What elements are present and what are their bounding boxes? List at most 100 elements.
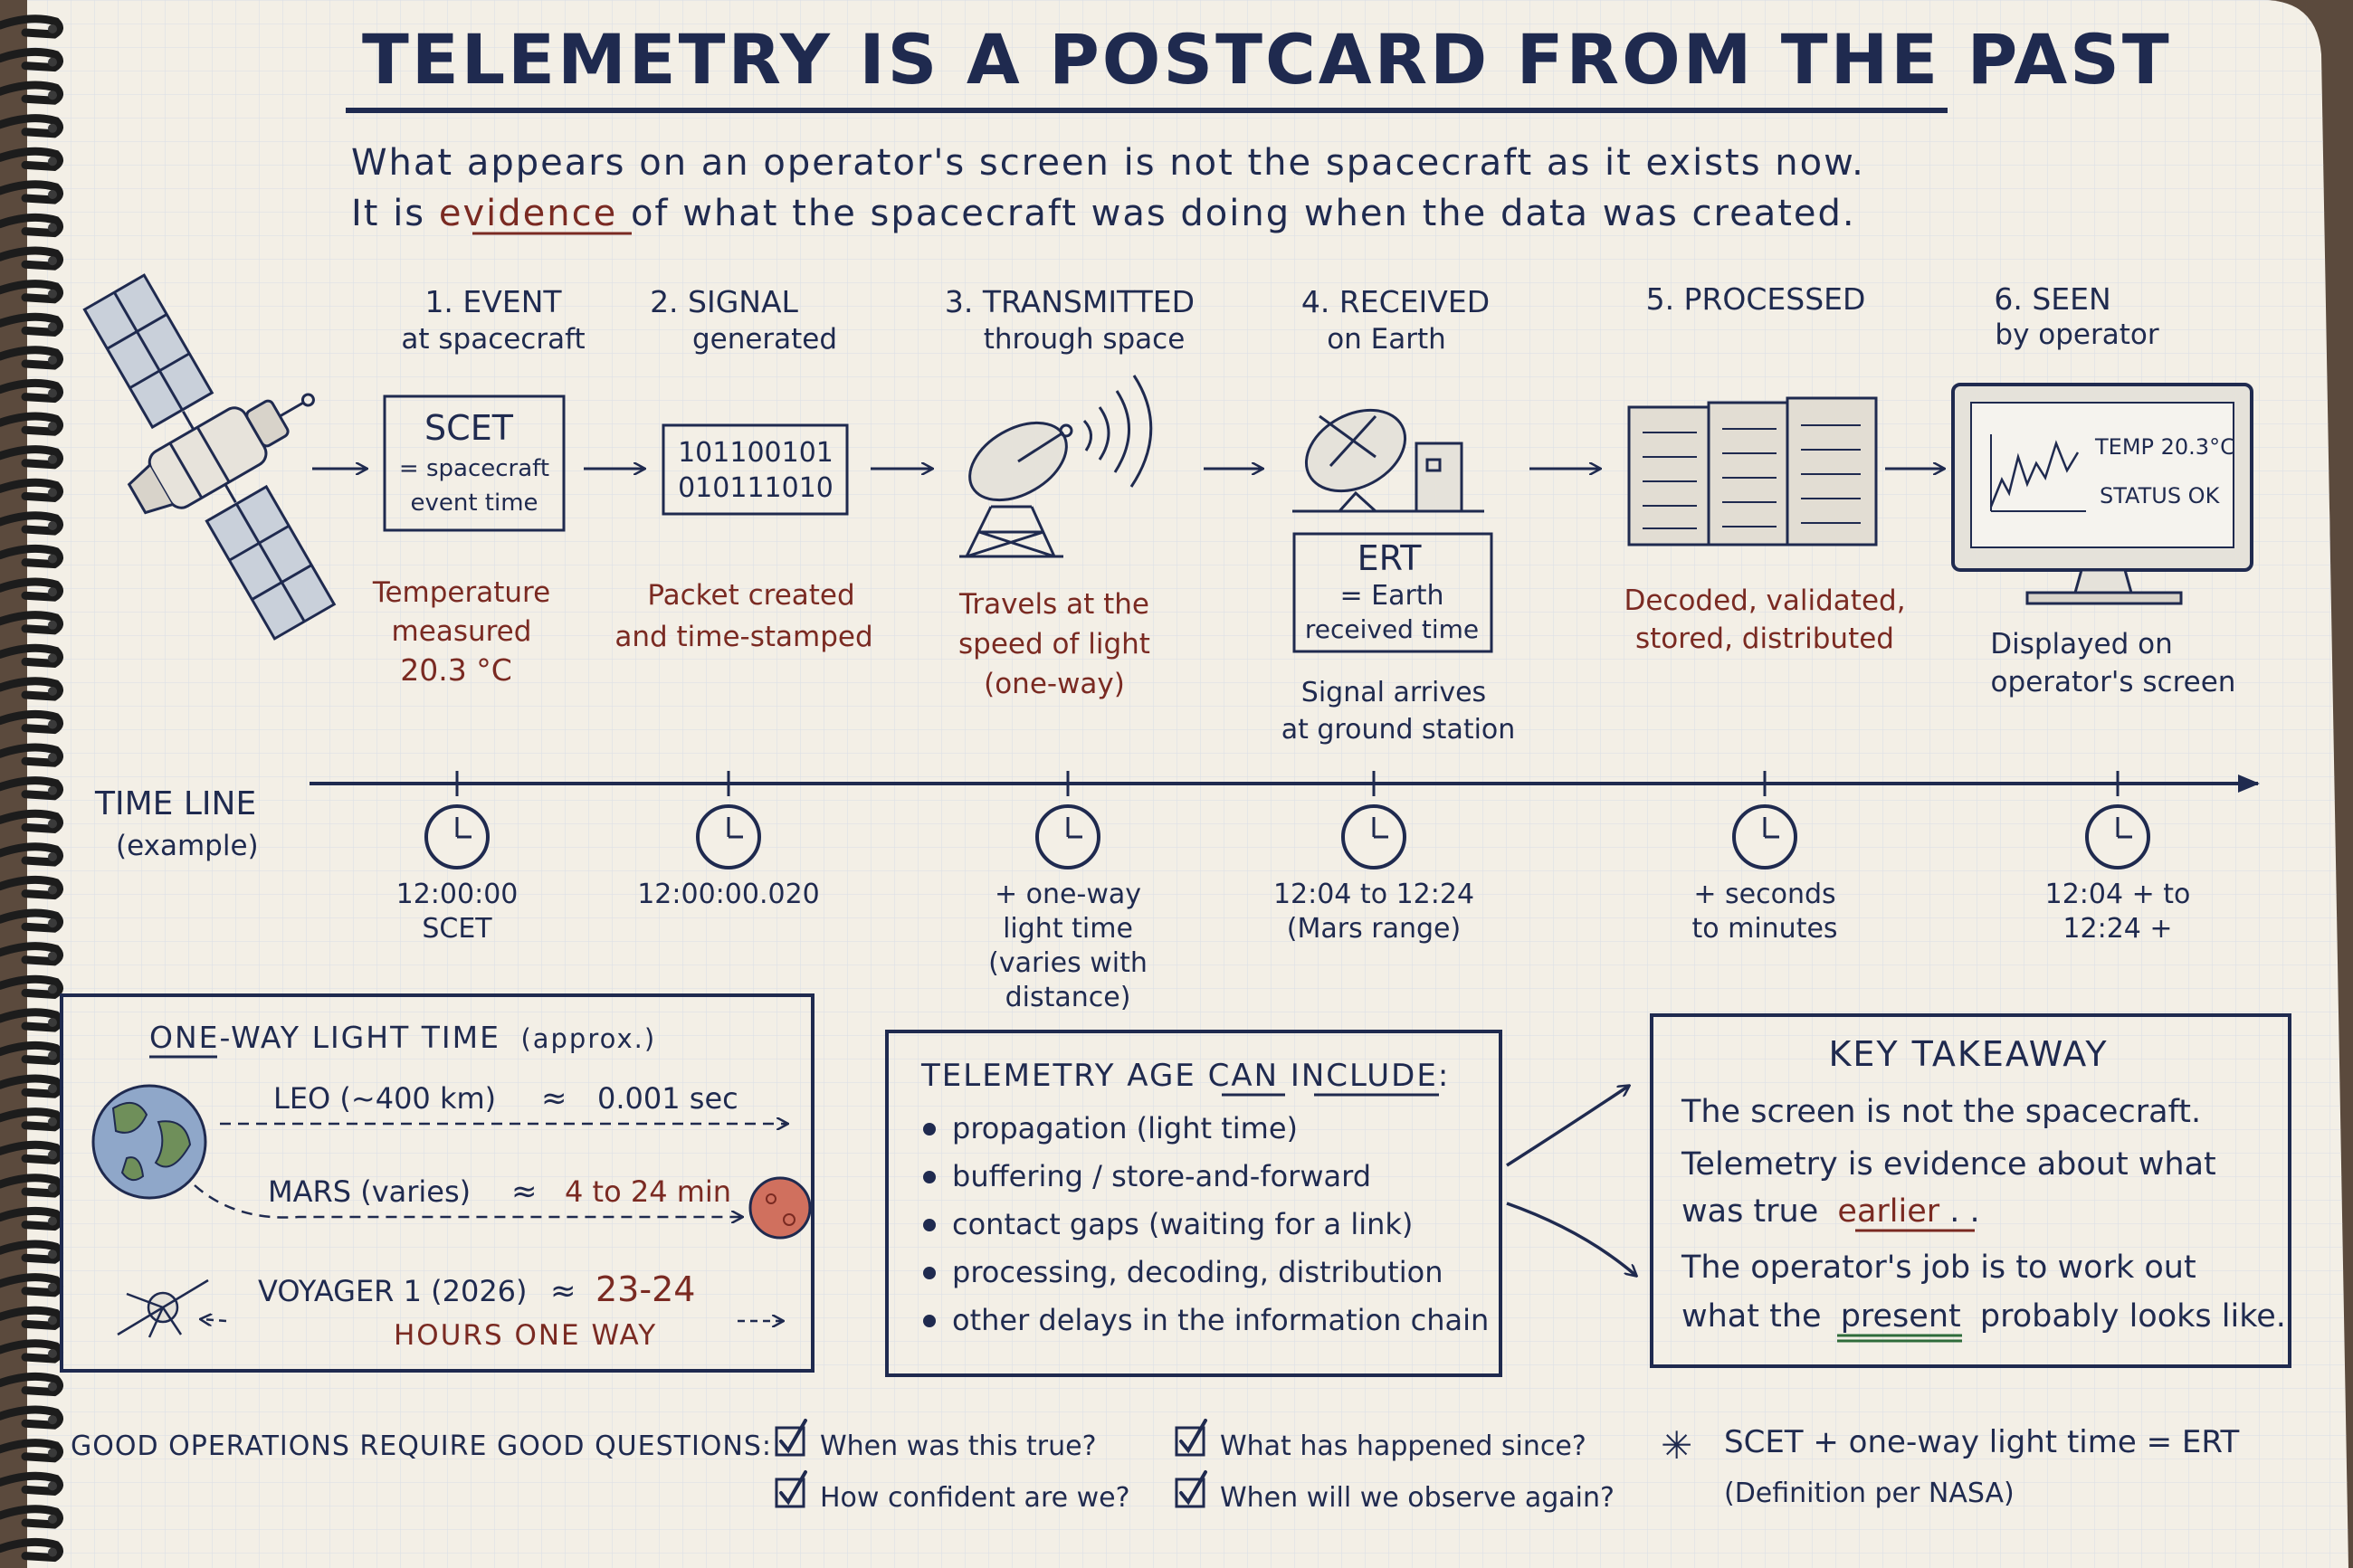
page-title: TELEMETRY IS A POSTCARD FROM THE PAST <box>362 19 2172 100</box>
clock-icon <box>696 804 761 870</box>
spiral-ring <box>0 81 63 105</box>
stage-4-title: 4. RECEIVED <box>1301 284 1490 319</box>
age-list-item: processing, decoding, distribution <box>952 1255 1443 1289</box>
spiral-ring <box>0 511 63 536</box>
spiral-ring <box>0 1505 63 1529</box>
timeline-tick-label: to minutes <box>1691 913 1837 945</box>
ert-box-title: ERT <box>1358 538 1423 578</box>
stage-2-sub: generated <box>692 323 837 356</box>
takeaway-line-3: was true earlier . . <box>1681 1193 1980 1230</box>
stage-1-title: 1. EVENT <box>424 284 562 319</box>
scet-box: SCET = spacecraft event time <box>383 394 566 532</box>
timeline-tick-label: SCET <box>422 913 492 945</box>
spiral-ring <box>0 743 63 767</box>
spiral-ring <box>0 213 63 238</box>
spiral-ring <box>0 1107 63 1132</box>
stage-1-desc-1: Temperature <box>372 576 550 609</box>
takeaway-line-2: Telemetry is evidence about what <box>1681 1146 2216 1183</box>
monitor-status-readout: STATUS OK <box>2100 483 2221 508</box>
ert-box-line-2: received time <box>1305 614 1479 644</box>
scet-box-line-2: event time <box>410 489 538 517</box>
spiral-ring <box>0 643 63 668</box>
mars-value: 4 to 24 min <box>565 1174 731 1209</box>
takeaway-line-4: The operator's job is to work out <box>1681 1250 2196 1286</box>
bullet-dot <box>923 1267 936 1279</box>
stage-6-desc-1: Displayed on <box>1990 628 2173 660</box>
stage-2-desc-2: and time-stamped <box>614 621 872 653</box>
spiral-ring <box>0 1041 63 1066</box>
spiral-ring <box>0 908 63 933</box>
questions-label: GOOD OPERATIONS REQUIRE GOOD QUESTIONS: <box>71 1430 772 1462</box>
stage-3-sub: through space <box>984 323 1186 356</box>
timeline-tick-label: + seconds <box>1693 879 1835 910</box>
spiral-ring <box>0 942 63 966</box>
stage-6-title: 6. SEEN <box>1994 281 2110 317</box>
light-time-panel: ONE-WAY LIGHT TIME (approx.) LEO (~400 k… <box>60 993 814 1373</box>
key-takeaway-panel: KEY TAKEAWAY The screen is not the space… <box>1650 1013 2291 1368</box>
spiral-ring <box>0 478 63 502</box>
ert-box: ERT = Earth received time <box>1292 532 1493 653</box>
timeline-tick-label: light time <box>1003 913 1133 945</box>
clock-icon <box>424 804 490 870</box>
spiral-ring <box>0 577 63 602</box>
server-racks-icon <box>1627 396 1878 546</box>
questions-section: GOOD OPERATIONS REQUIRE GOOD QUESTIONS: … <box>71 1419 1615 1514</box>
satellite-icon <box>82 273 337 641</box>
monitor-temp-readout: TEMP 20.3°C <box>2094 434 2235 460</box>
clock-icon <box>1732 804 1797 870</box>
voyager-arrow-left <box>201 1319 227 1321</box>
questions-list: When was this true?How confident are we?… <box>775 1419 1615 1514</box>
mars-label: MARS (varies) <box>268 1174 471 1209</box>
packet-bits-box: 101100101 010111010 <box>662 423 849 516</box>
earth-icon <box>91 1084 207 1200</box>
stage-5-desc-2: stored, distributed <box>1635 622 1894 655</box>
timeline-tick-label: 12:24 + <box>2062 913 2172 945</box>
bullet-dot <box>923 1123 936 1136</box>
spiral-ring <box>0 246 63 271</box>
stage-5-title: 5. PROCESSED <box>1646 281 1866 317</box>
ert-box-line-1: = Earth <box>1339 580 1443 612</box>
voyager-hours: HOURS ONE WAY <box>394 1319 657 1352</box>
timeline-tick-label: + one-way <box>995 879 1141 910</box>
timeline-tick-label: (varies with <box>988 947 1148 979</box>
stage-4-desc-2: at ground station <box>1281 714 1516 746</box>
timeline: TIME LINE (example) 12:00:00SCET12:00:00… <box>94 771 2260 1013</box>
question-text: When will we observe again? <box>1220 1482 1615 1514</box>
spiral-ring <box>0 280 63 304</box>
checked-checkbox-icon <box>1175 1419 1207 1457</box>
timeline-tick-label: 12:04 to 12:24 <box>1273 879 1474 910</box>
timeline-label: TIME LINE <box>94 785 256 822</box>
spiral-ring <box>0 1140 63 1164</box>
mars-approx: ≈ <box>511 1174 538 1210</box>
age-title: TELEMETRY AGE CAN INCLUDE: <box>920 1058 1450 1094</box>
spiral-ring <box>0 312 63 337</box>
spiral-ring <box>0 677 63 701</box>
mars-icon <box>748 1176 812 1240</box>
stage-1-sub: at spacecraft <box>401 323 585 356</box>
arrow-to-takeaway-upper <box>1506 1086 1629 1167</box>
spiral-ring <box>0 611 63 635</box>
spiral-ring <box>0 1439 63 1463</box>
stage-descriptions: Temperature measured 20.3 °C Packet crea… <box>372 576 2236 746</box>
spiral-ring <box>0 875 63 900</box>
spiral-ring <box>0 842 63 867</box>
spiral-ring <box>0 445 63 470</box>
stage-headings: 1. EVENT at spacecraft 2. SIGNAL generat… <box>401 281 2158 356</box>
spiral-ring <box>0 974 63 999</box>
spiral-ring <box>0 1339 63 1364</box>
spiral-ring <box>0 346 63 370</box>
spiral-ring <box>0 809 63 833</box>
intro-line-2: It is evidence of what the spacecraft wa… <box>351 193 1856 234</box>
stage-6-desc-2: operator's screen <box>1991 666 2236 698</box>
telemetry-age-panel: TELEMETRY AGE CAN INCLUDE: propagation (… <box>885 1030 1502 1377</box>
takeaway-present-word: present <box>1841 1298 1961 1335</box>
age-list-item: buffering / store-and-forward <box>952 1159 1371 1193</box>
spiral-ring <box>0 1074 63 1098</box>
leo-value: 0.001 sec <box>597 1081 738 1116</box>
takeaway-line-5: what the present probably looks like. <box>1681 1298 2286 1335</box>
spiral-ring <box>0 47 63 72</box>
clock-icon <box>2085 804 2150 870</box>
transmitter-dish-icon <box>959 375 1153 558</box>
leo-label: LEO (~400 km) <box>273 1081 496 1116</box>
